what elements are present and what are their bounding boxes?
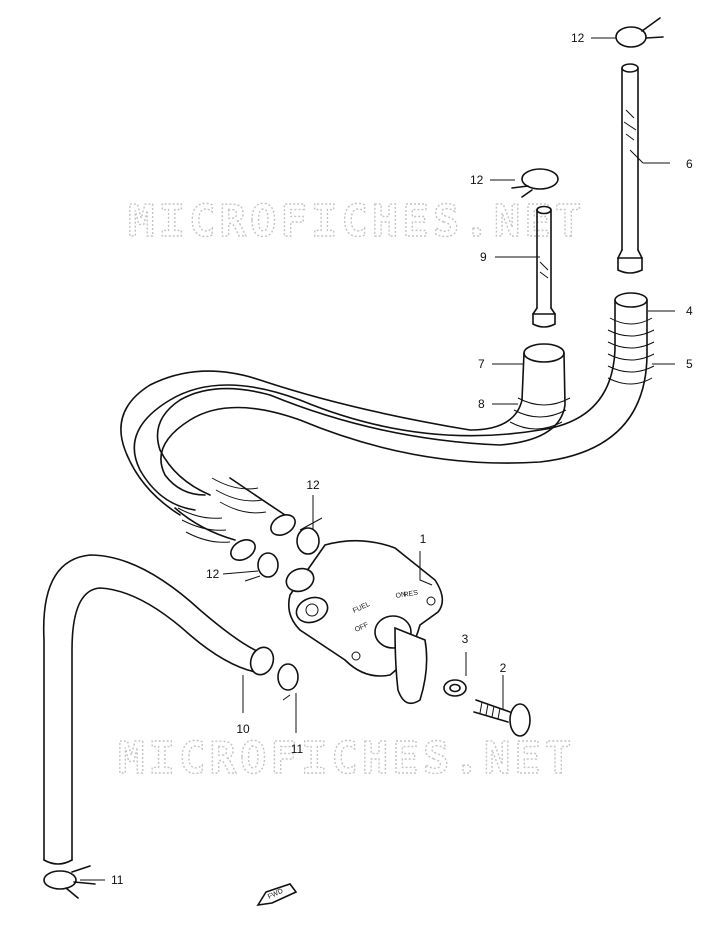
part-1-fuel-valve: FUEL RES OFF ON bbox=[285, 539, 444, 705]
oring-11-middle bbox=[277, 663, 299, 691]
callout-12-hose: 12 bbox=[306, 478, 320, 492]
watermark-top: MICROFICHES.NET bbox=[128, 196, 585, 247]
callout-12-left: 12 bbox=[206, 567, 220, 581]
part-2-screw bbox=[473, 699, 531, 737]
callout-1: 1 bbox=[420, 532, 427, 546]
clip-12-top bbox=[615, 17, 664, 48]
callout-3: 3 bbox=[462, 632, 469, 646]
clip-11-bottom bbox=[43, 865, 96, 899]
callout-12-top: 12 bbox=[571, 31, 585, 45]
callout-6: 6 bbox=[686, 157, 693, 171]
callout-2: 2 bbox=[500, 661, 507, 675]
callout-12-upper: 12 bbox=[470, 173, 484, 187]
clip-12-upper bbox=[511, 168, 559, 198]
part-9-short-pipe bbox=[532, 205, 556, 328]
oring-12-hose-right bbox=[296, 527, 320, 555]
callout-11-bottom: 11 bbox=[111, 873, 124, 887]
callout-labels: 1 2 3 4 5 6 7 8 9 10 11 11 12 12 12 12 bbox=[111, 31, 693, 887]
callout-9: 9 bbox=[480, 250, 487, 264]
part-6-long-pipe bbox=[617, 63, 643, 274]
callout-4: 4 bbox=[686, 304, 693, 318]
leader-lines bbox=[80, 37, 675, 881]
valve-marking-res: RES bbox=[403, 590, 419, 599]
part-10-lower-hose bbox=[42, 554, 275, 865]
valve-marking-on: ON bbox=[395, 591, 407, 600]
fwd-direction-arrow: FWD bbox=[256, 883, 298, 907]
callout-11-middle: 11 bbox=[291, 742, 304, 756]
callout-8: 8 bbox=[478, 397, 485, 411]
oring-12-hose-left bbox=[257, 552, 279, 578]
callout-7: 7 bbox=[478, 357, 485, 371]
callout-10: 10 bbox=[236, 722, 250, 736]
callout-5: 5 bbox=[686, 357, 693, 371]
part-3-washer bbox=[443, 679, 467, 697]
watermark-bottom: MICROFICHES.NET bbox=[118, 733, 575, 784]
upper-hose-assembly bbox=[120, 292, 655, 561]
